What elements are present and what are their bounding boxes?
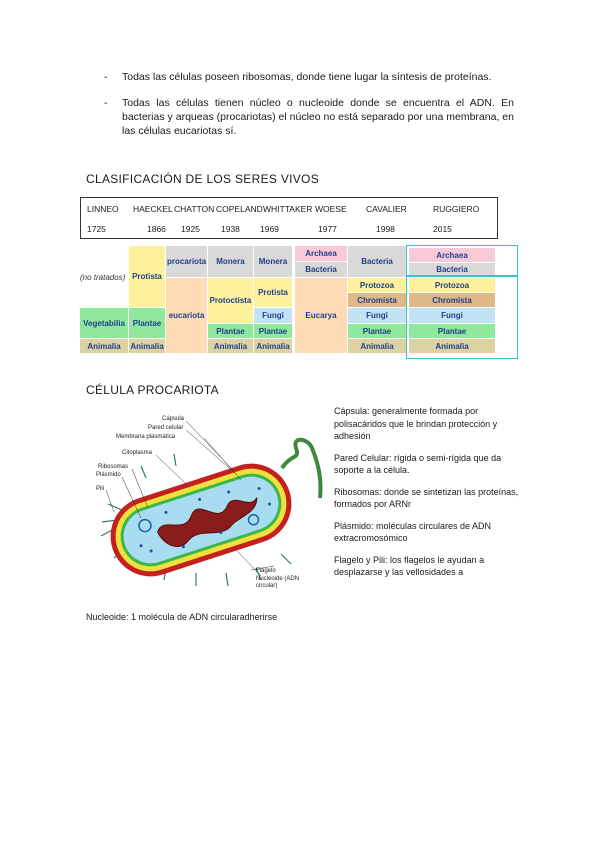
- cell-plantae: Plantae: [208, 324, 253, 338]
- cell-animalia: Animalia: [254, 339, 292, 353]
- label-nucleoide: Nucleoide (ADN: [256, 576, 299, 582]
- label-citoplasma: Citoplasma: [122, 450, 153, 456]
- year-whittaker: 1969: [260, 224, 279, 234]
- desc-plasmido: Plásmido: moléculas circulares de ADN ex…: [334, 520, 492, 544]
- label-nucleoide-2: circular): [256, 583, 277, 589]
- cell-protista: Protista: [254, 278, 292, 307]
- year-cavalier: 1998: [376, 224, 395, 234]
- label-plasmido: Plásmido: [96, 472, 121, 478]
- label-membrana: Membrana plasmática: [116, 434, 176, 440]
- nucleoid-shape: [157, 497, 258, 548]
- label-ribosomas: Ribosomas: [98, 464, 128, 470]
- cell-monera: Monera: [254, 246, 292, 277]
- cell-animalia: Animalia: [129, 339, 165, 353]
- year-chatton: 1925: [181, 224, 200, 234]
- cell-protoctista: Protoctista: [208, 278, 253, 323]
- leader-lines: [105, 420, 275, 577]
- cell-protozoa: Protozoa: [409, 278, 495, 292]
- author-woese: WOESE: [315, 204, 347, 214]
- label-capsula: Cápsula: [162, 416, 185, 422]
- eukaryote-highlight: [406, 276, 518, 359]
- cell-animalia: Animalia: [80, 339, 128, 353]
- cell-title: CÉLULA PROCARIOTA: [86, 383, 219, 397]
- cell-fungi: Fungi: [348, 308, 406, 323]
- desc-capsula: Cápsula: generalmente formada por polisa…: [334, 406, 498, 441]
- bullet-marker: -: [104, 97, 108, 109]
- label-pared: Pared celular: [148, 425, 183, 431]
- author-copeland: COPELAND: [216, 204, 263, 214]
- cell-procariota: procariota: [166, 246, 207, 277]
- cell-eucarya: Eucarya: [295, 278, 347, 353]
- cell-plantae: Plantae: [254, 324, 292, 338]
- cell-chromista: Chromista: [348, 293, 406, 307]
- cell-animalia: Animalia: [409, 339, 495, 353]
- classification-header: LINNEO HAECKEL CHATTON COPELAND WHITTAKE…: [80, 197, 498, 239]
- plasmid-shape: [247, 514, 260, 526]
- desc-pared: Pared Celular: rígida o semi-rígida que …: [334, 452, 502, 476]
- cell-chromista: Chromista: [409, 293, 495, 307]
- cell-bacteria: Bacteria: [409, 263, 495, 276]
- cell-monera: Monera: [208, 246, 253, 277]
- plasmid-shape: [138, 518, 152, 533]
- bullet-text: Todas las células poseen ribosomas, dond…: [122, 71, 492, 83]
- year-copeland: 1938: [221, 224, 240, 234]
- cell-archaea: Archaea: [295, 246, 347, 261]
- bullet-item: - Todas las células tienen núcleo o nucl…: [104, 96, 514, 138]
- cell-animalia: Animalia: [348, 339, 406, 353]
- cell-plantae: Plantae: [129, 308, 165, 338]
- year-haeckel: 1866: [147, 224, 166, 234]
- cell-animalia: Animalia: [208, 339, 253, 353]
- prokaryote-diagram: Cápsula Pared celular Membrana plasmátic…: [96, 416, 323, 589]
- author-linneo: LINNEO: [87, 204, 119, 214]
- bullet-list: - Todas las células poseen ribosomas, do…: [104, 70, 514, 150]
- cell-plantae: Plantae: [348, 324, 406, 338]
- author-chatton: CHATTON: [174, 204, 215, 214]
- desc-ribosomas: Ribosomas: donde se sintetizan las prote…: [334, 486, 519, 510]
- cell-protozoa: Protozoa: [348, 278, 406, 292]
- cell-bacteria: Bacteria: [348, 246, 406, 277]
- cell-bacteria: Bacteria: [295, 262, 347, 277]
- author-whittaker: WHITTAKER: [263, 204, 313, 214]
- cell-archaea: Archaea: [409, 248, 495, 262]
- cell-fungi: Fungi: [409, 308, 495, 323]
- flagellum-shape: [280, 437, 323, 499]
- prokaryote-highlight: [406, 245, 518, 276]
- year-ruggiero: 2015: [433, 224, 452, 234]
- classification-title: CLASIFICACIÓN DE LOS SERES VIVOS: [86, 172, 319, 186]
- author-ruggiero: RUGGIERO: [433, 204, 480, 214]
- desc-flagelo: Flagelo y Pili: los flagelos le ayudan a…: [334, 554, 485, 578]
- bullet-item: - Todas las células poseen ribosomas, do…: [104, 70, 514, 84]
- label-pili: Pili: [96, 486, 104, 492]
- bullet-text: Todas las células tienen núcleo o nucleo…: [122, 97, 514, 137]
- cell-plantae: Plantae: [409, 324, 495, 338]
- year-linneo: 1725: [87, 224, 106, 234]
- nucleoide-text: Nucleoide: 1 molécula de ADN circularadh…: [86, 612, 278, 622]
- bullet-marker: -: [104, 71, 108, 83]
- cell-no-tratados: (no tratados): [80, 272, 126, 282]
- cell-fungi: Fungi: [254, 308, 292, 323]
- cell-eucariota: eucariota: [166, 278, 207, 353]
- cell-descriptions: Cápsula: generalmente formada por polisa…: [334, 405, 519, 588]
- year-woese: 1977: [318, 224, 337, 234]
- author-haeckel: HAECKEL: [133, 204, 173, 214]
- label-flagelo: Flagelo: [256, 568, 276, 574]
- ribosomes-shape: [139, 487, 271, 553]
- cell-protista: Protista: [129, 246, 165, 307]
- author-cavalier: CAVALIER: [366, 204, 407, 214]
- cell-vegetabilia: Vegetabilia: [80, 308, 128, 338]
